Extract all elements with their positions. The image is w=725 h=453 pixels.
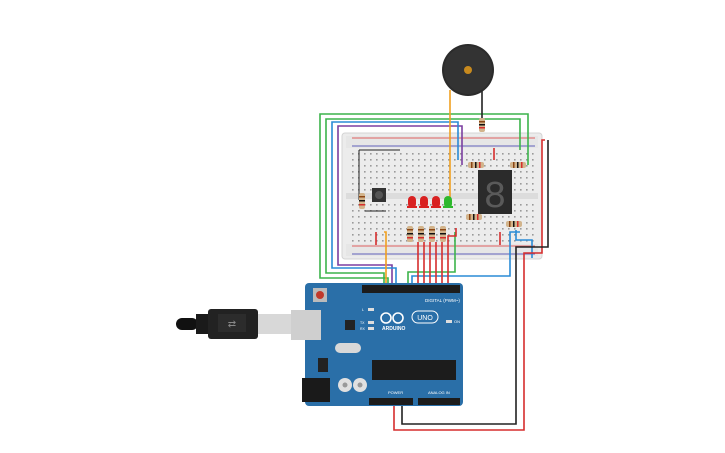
resistor bbox=[468, 162, 484, 168]
usb-cable[interactable]: ⇄ bbox=[176, 309, 292, 339]
led[interactable] bbox=[419, 196, 429, 208]
resistor bbox=[418, 226, 424, 242]
analog-header[interactable] bbox=[418, 398, 460, 405]
digital-header-label: DIGITAL (PWM~) bbox=[425, 298, 460, 303]
power-label: POWER bbox=[388, 390, 403, 395]
on-led-label: ON bbox=[454, 319, 460, 324]
power-header[interactable] bbox=[369, 398, 413, 405]
resistor bbox=[506, 221, 522, 227]
led-group[interactable] bbox=[407, 196, 453, 208]
usb-icon: ⇄ bbox=[228, 319, 236, 330]
resistor bbox=[479, 118, 485, 132]
resistor bbox=[407, 226, 413, 242]
resistor bbox=[466, 214, 482, 220]
piezo-buzzer[interactable] bbox=[442, 44, 494, 96]
led[interactable] bbox=[431, 196, 441, 208]
atmega-chip bbox=[372, 360, 456, 380]
arduino-model-label: UNO bbox=[417, 315, 433, 322]
arduino-brand-label: ARDUINO bbox=[382, 326, 405, 332]
rx-led-label: RX bbox=[360, 327, 366, 331]
resistor bbox=[359, 193, 365, 209]
analog-label: ANALOG IN bbox=[428, 390, 450, 395]
resistor bbox=[440, 226, 446, 242]
resistor bbox=[510, 162, 526, 168]
push-button[interactable] bbox=[372, 188, 386, 202]
wires bbox=[319, 90, 549, 431]
arduino-uno-board[interactable]: DIGITAL (PWM~) ARDUINO UNO ON L TX RX bbox=[291, 283, 463, 406]
l-led-label: L bbox=[362, 308, 364, 312]
resistor bbox=[429, 226, 435, 242]
breadboard[interactable] bbox=[341, 132, 543, 260]
led[interactable] bbox=[443, 196, 453, 208]
tx-led-label: TX bbox=[360, 321, 365, 325]
resistors[interactable] bbox=[359, 118, 526, 242]
led[interactable] bbox=[407, 196, 417, 208]
seven-segment-display[interactable]: 8 bbox=[478, 170, 512, 219]
segment-digit: 8 bbox=[484, 176, 507, 219]
digital-header[interactable] bbox=[362, 285, 460, 293]
